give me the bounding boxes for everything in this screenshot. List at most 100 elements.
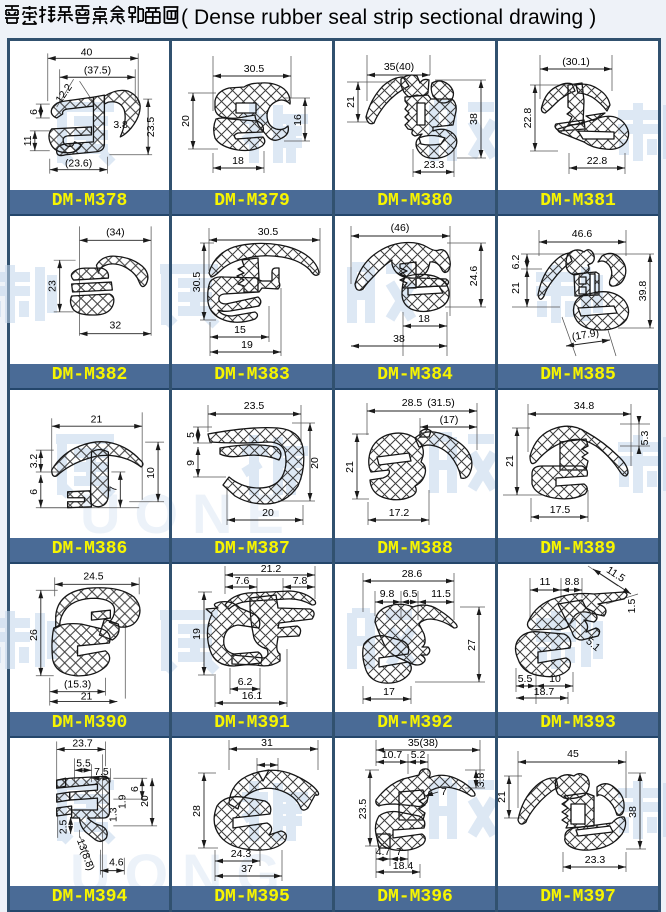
svg-text:13(8.8): 13(8.8) [74, 837, 96, 872]
svg-text:22.8: 22.8 [522, 108, 534, 129]
svg-text:18.4: 18.4 [393, 860, 414, 872]
svg-text:20: 20 [180, 115, 192, 127]
svg-text:(30.1): (30.1) [562, 56, 589, 68]
svg-text:28: 28 [191, 805, 203, 817]
svg-text:(15.3): (15.3) [64, 680, 91, 691]
svg-text:23.5: 23.5 [244, 400, 265, 412]
svg-text:7.5: 7.5 [94, 767, 109, 778]
svg-text:11.5: 11.5 [431, 588, 451, 600]
svg-text:38: 38 [468, 113, 480, 125]
svg-text:23: 23 [48, 280, 59, 292]
svg-text:23.3: 23.3 [585, 854, 606, 866]
svg-text:23.5: 23.5 [357, 799, 369, 820]
svg-text:8.8: 8.8 [565, 576, 580, 588]
svg-text:(31.5): (31.5) [427, 397, 454, 409]
svg-text:40: 40 [81, 47, 93, 58]
svg-text:(23.6): (23.6) [65, 159, 92, 170]
svg-text:28.5: 28.5 [402, 397, 423, 409]
svg-text:21: 21 [504, 455, 516, 467]
svg-text:1.9: 1.9 [117, 794, 128, 809]
svg-text:24.6: 24.6 [468, 266, 480, 287]
svg-text:3.8: 3.8 [475, 773, 487, 788]
svg-text:7: 7 [108, 486, 119, 492]
svg-text:30.5: 30.5 [244, 63, 265, 75]
svg-text:30.5: 30.5 [191, 272, 203, 293]
svg-text:20: 20 [140, 795, 151, 807]
svg-text:5.2: 5.2 [411, 749, 426, 761]
svg-text:11: 11 [23, 135, 34, 146]
svg-text:(17): (17) [440, 414, 459, 426]
svg-text:38: 38 [627, 806, 639, 818]
svg-text:46.6: 46.6 [572, 228, 593, 240]
svg-text:21: 21 [344, 461, 356, 473]
svg-text:22.8: 22.8 [587, 155, 608, 167]
svg-text:26: 26 [29, 629, 40, 641]
svg-text:32: 32 [110, 321, 122, 332]
svg-text:20: 20 [309, 457, 321, 469]
svg-text:7.8: 7.8 [293, 575, 308, 587]
svg-text:16: 16 [292, 114, 304, 126]
svg-text:21: 21 [91, 414, 103, 425]
svg-text:38: 38 [393, 333, 405, 345]
svg-text:20: 20 [262, 507, 274, 519]
svg-text:9: 9 [185, 460, 197, 466]
svg-text:7: 7 [396, 846, 402, 858]
svg-text:11.5: 11.5 [604, 564, 627, 585]
svg-text:3.8: 3.8 [113, 120, 128, 131]
svg-text:(34): (34) [106, 227, 125, 238]
svg-text:37: 37 [241, 863, 253, 875]
svg-text:(37.5): (37.5) [84, 65, 111, 76]
svg-text:6: 6 [29, 489, 40, 495]
svg-text:23.3: 23.3 [424, 159, 445, 171]
svg-text:6.2: 6.2 [238, 676, 253, 688]
svg-text:35(38): 35(38) [408, 738, 438, 749]
svg-text:16.1: 16.1 [242, 690, 263, 702]
svg-text:23.5: 23.5 [146, 117, 157, 137]
svg-text:(17.9): (17.9) [571, 327, 600, 344]
svg-text:5: 5 [185, 432, 197, 438]
svg-text:21: 21 [345, 96, 357, 108]
svg-text:15: 15 [234, 324, 246, 336]
svg-text:10.7: 10.7 [382, 749, 403, 761]
svg-text:4.6: 4.6 [109, 858, 124, 869]
svg-text:19: 19 [241, 339, 253, 351]
svg-text:27: 27 [466, 639, 478, 651]
svg-text:35(40): 35(40) [384, 61, 414, 73]
svg-text:34.8: 34.8 [574, 400, 595, 412]
svg-text:9.8: 9.8 [380, 588, 395, 600]
svg-text:17.5: 17.5 [550, 504, 571, 516]
svg-text:21: 21 [498, 791, 508, 803]
svg-text:24.3: 24.3 [231, 848, 252, 860]
svg-text:10: 10 [549, 673, 561, 685]
svg-text:10: 10 [146, 467, 157, 479]
svg-text:6.5: 6.5 [403, 588, 418, 600]
svg-text:17: 17 [383, 686, 395, 698]
svg-text:7: 7 [441, 786, 447, 798]
svg-text:18: 18 [418, 313, 430, 325]
svg-text:18.7: 18.7 [534, 686, 555, 698]
svg-text:18: 18 [232, 155, 244, 167]
svg-text:1.5: 1.5 [626, 599, 638, 614]
svg-text:11: 11 [540, 576, 551, 588]
svg-text:(46): (46) [391, 222, 410, 234]
svg-text:30.5: 30.5 [258, 226, 279, 238]
svg-text:21: 21 [510, 282, 522, 294]
svg-text:21.2: 21.2 [261, 564, 282, 575]
svg-text:23.7: 23.7 [72, 738, 92, 749]
svg-text:24.5: 24.5 [83, 571, 103, 582]
svg-text:4.7: 4.7 [376, 846, 391, 858]
svg-text:6: 6 [130, 786, 141, 792]
svg-text:5.5: 5.5 [76, 758, 91, 769]
svg-text:31: 31 [261, 738, 273, 749]
svg-text:2.5: 2.5 [59, 819, 70, 834]
svg-text:5.5: 5.5 [518, 673, 533, 685]
svg-text:6.2: 6.2 [510, 255, 522, 270]
svg-text:19: 19 [191, 628, 203, 640]
svg-text:7.6: 7.6 [235, 575, 250, 587]
svg-text:39.8: 39.8 [637, 281, 649, 302]
svg-text:21: 21 [81, 692, 93, 703]
svg-text:17.2: 17.2 [389, 507, 410, 519]
svg-text:45: 45 [567, 748, 579, 760]
svg-text:3.2: 3.2 [29, 454, 40, 469]
svg-text:5.3: 5.3 [639, 431, 651, 446]
